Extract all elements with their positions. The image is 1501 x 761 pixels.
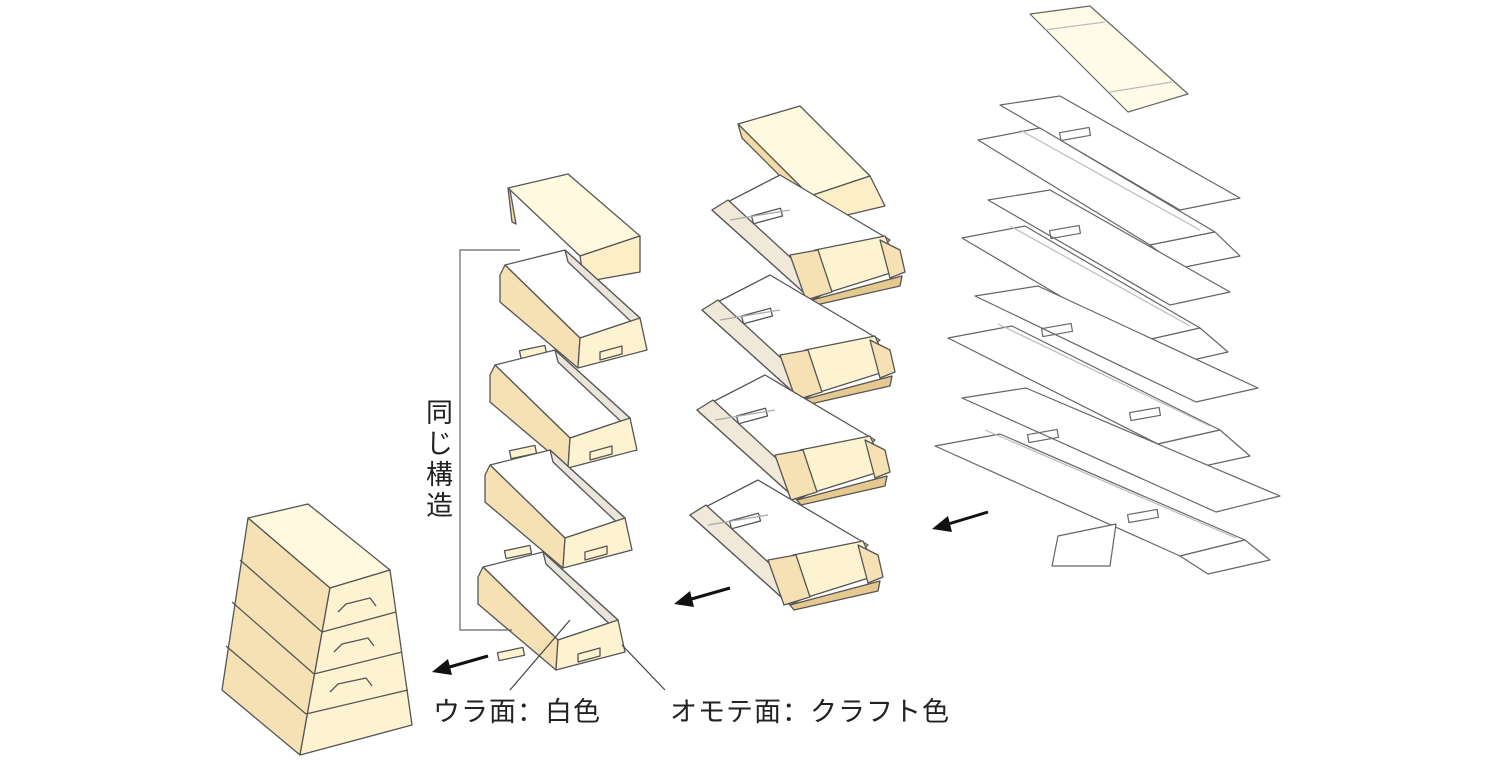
- assembled-vaulting-box: [221, 503, 413, 756]
- flat-blank-4: [934, 387, 1281, 575]
- same-structure-bracket: [459, 249, 520, 631]
- folding-frame-1: [711, 174, 906, 306]
- flat-lid-blank: [1029, 5, 1189, 113]
- flat-blanks: [934, 5, 1281, 575]
- flat-blank-3: [947, 285, 1259, 471]
- flat-blank-1: [977, 95, 1241, 269]
- inside-face-label: ウラ面：白色: [433, 697, 601, 728]
- outside-face-label: オモテ面：クラフト色: [670, 697, 950, 728]
- folding-frames: [689, 105, 906, 611]
- same-structure-label: 同じ構造: [426, 398, 454, 522]
- stacked-frames: [477, 173, 648, 671]
- arrow-to-folding: [932, 510, 989, 532]
- leader-lines: [509, 619, 666, 691]
- arrow-to-assembled: [432, 654, 489, 675]
- stacked-lid: [507, 173, 641, 283]
- stacked-frame-1: [499, 249, 648, 369]
- arrow-to-stacked: [674, 586, 731, 607]
